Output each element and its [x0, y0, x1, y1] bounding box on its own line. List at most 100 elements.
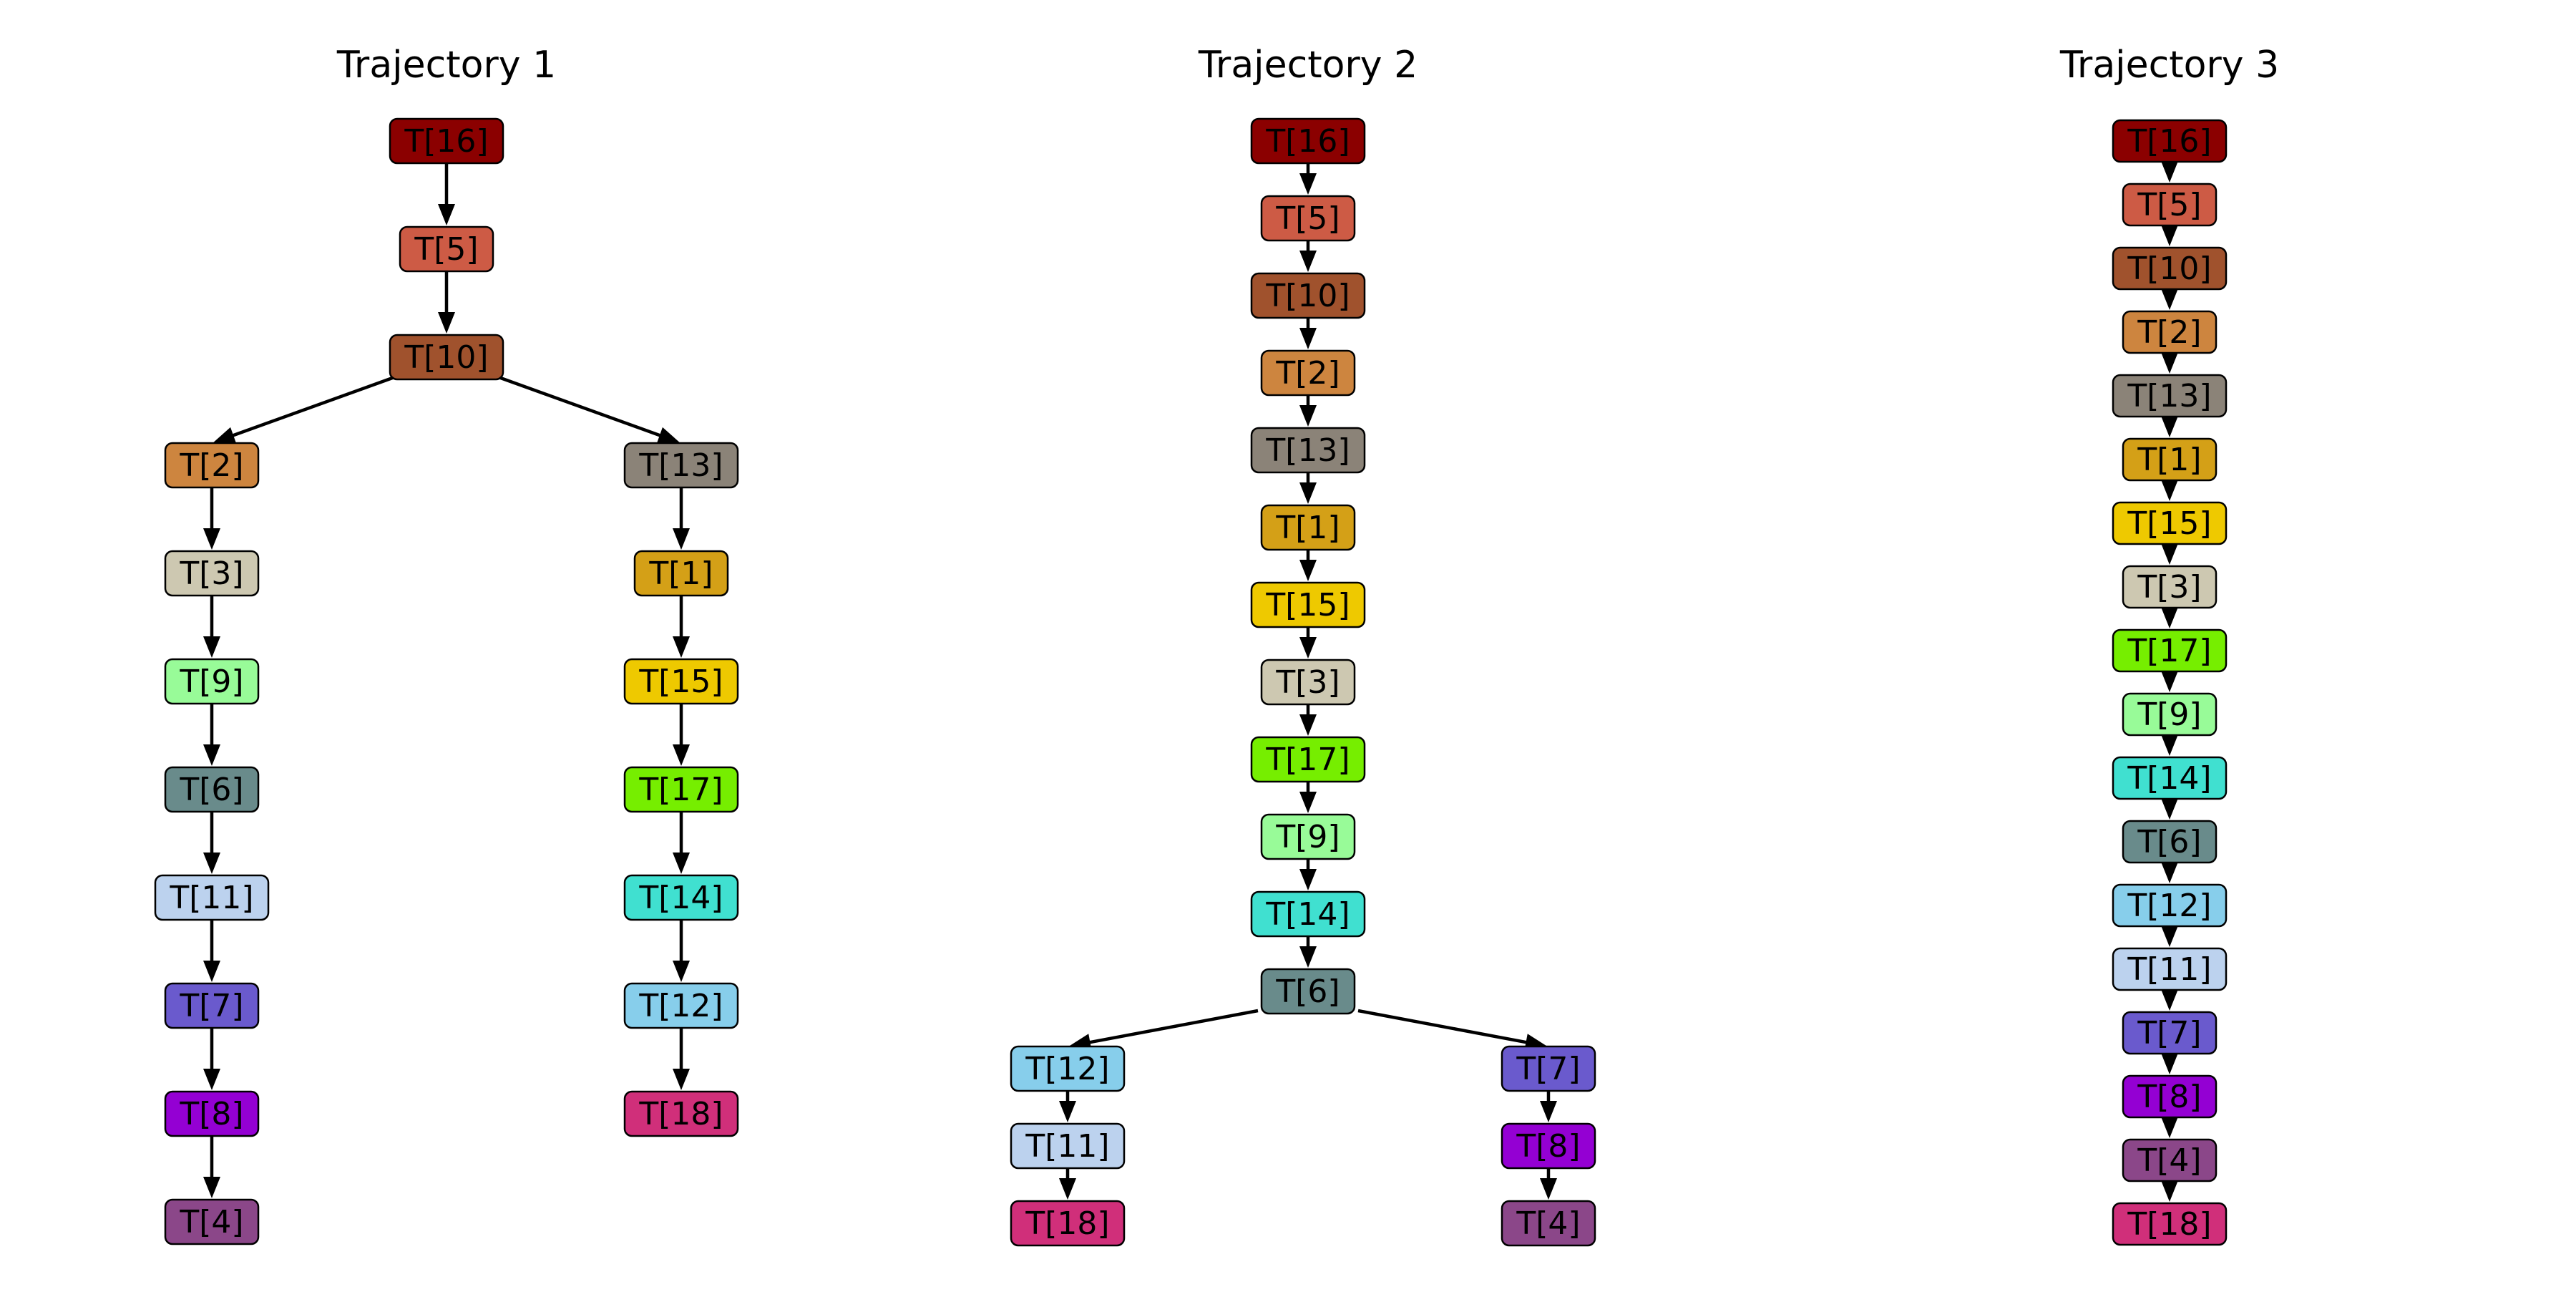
node-label: T[3] [179, 555, 243, 592]
arrowhead [656, 427, 680, 444]
node-label: T[11] [169, 880, 253, 916]
trajectory-node: T[10] [1250, 272, 1366, 319]
trajectory-node: T[15] [623, 658, 739, 705]
node-label: T[16] [1265, 123, 1350, 160]
arrowhead [1540, 1101, 1557, 1122]
trajectory-node: T[5] [2122, 183, 2218, 227]
node-box [1250, 581, 1366, 628]
node-box [623, 766, 739, 813]
arrowhead [1299, 328, 1317, 349]
arrowhead [203, 528, 220, 550]
node-label: T[9] [179, 664, 243, 700]
node-box [2112, 1202, 2228, 1246]
trajectory-node: T[10] [389, 334, 504, 381]
arrowhead [1059, 1178, 1076, 1200]
trajectory-node: T[3] [1260, 659, 1356, 706]
node-box [623, 982, 739, 1029]
trajectory-node: T[4] [1501, 1200, 1596, 1247]
arrowhead [2161, 352, 2178, 374]
arrowhead [673, 961, 690, 982]
node-label: T[18] [638, 1096, 723, 1132]
trajectory-node: T[12] [1010, 1045, 1126, 1092]
trajectory-node: T[7] [164, 982, 260, 1029]
trajectory-node: T[1] [1260, 504, 1356, 551]
trajectory-node: T[5] [1260, 195, 1356, 242]
node-label: T[11] [1025, 1128, 1109, 1165]
node-box [1250, 890, 1366, 938]
arrowhead [1299, 173, 1317, 195]
node-label: T[10] [2127, 251, 2211, 287]
node-label: T[2] [179, 447, 243, 484]
arrowhead [2161, 543, 2178, 565]
edge-line [1357, 1009, 1532, 1045]
node-label: T[3] [1275, 664, 1340, 701]
node-box [1010, 1122, 1126, 1170]
node-label: T[4] [2137, 1142, 2201, 1179]
trajectory-node: T[9] [2122, 692, 2218, 737]
trajectory-node: T[14] [1250, 890, 1366, 938]
trajectory-panel-2: T[16]T[5]T[10]T[2]T[13]T[1]T[15]T[3]T[17… [1010, 117, 1596, 1247]
trajectory-node: T[12] [2112, 883, 2228, 928]
node-label: T[7] [1516, 1051, 1580, 1087]
trajectory-node: T[9] [164, 658, 260, 705]
node-label: T[6] [2137, 824, 2201, 860]
node-label: T[2] [1275, 355, 1340, 392]
trajectory-node: T[11] [1010, 1122, 1126, 1170]
node-label: T[13] [2127, 378, 2211, 414]
trajectory-node: T[15] [1250, 581, 1366, 628]
node-box [2122, 437, 2218, 482]
trajectory-node: T[13] [623, 442, 739, 489]
arrowhead [2161, 862, 2178, 883]
trajectory-node: T[18] [623, 1090, 739, 1137]
node-box [2112, 246, 2228, 291]
node-box [164, 658, 260, 705]
trajectory-node: T[2] [1260, 349, 1356, 397]
trajectory-node: T[17] [623, 766, 739, 813]
node-box [2122, 1011, 2218, 1055]
node-box [1501, 1045, 1596, 1092]
node-box [633, 550, 729, 597]
node-box [2122, 565, 2218, 609]
node-label: T[10] [1265, 278, 1350, 314]
trajectory-node: T[18] [2112, 1202, 2228, 1246]
trajectory-node: T[5] [399, 225, 494, 273]
node-label: T[7] [2137, 1015, 2201, 1051]
node-label: T[15] [638, 664, 723, 700]
node-label: T[3] [2137, 569, 2201, 606]
node-label: T[1] [1275, 510, 1340, 546]
node-label: T[9] [1275, 819, 1340, 855]
node-label: T[17] [2127, 633, 2211, 669]
node-box [2122, 820, 2218, 864]
node-box [2122, 1138, 2218, 1182]
trajectory-node: T[16] [389, 117, 504, 165]
node-box [2122, 183, 2218, 227]
arrowhead [203, 961, 220, 982]
trajectory-node: T[18] [1010, 1200, 1126, 1247]
node-label: T[16] [404, 123, 488, 160]
trajectory-node: T[13] [1250, 427, 1366, 474]
node-box [1501, 1122, 1596, 1170]
trajectory-node: T[13] [2112, 374, 2228, 418]
node-box [389, 117, 504, 165]
node-label: T[12] [638, 988, 723, 1024]
node-label: T[16] [2127, 123, 2211, 160]
arrowhead [1299, 946, 1317, 968]
arrowhead [2161, 671, 2178, 692]
panel-title-1: Trajectory 1 [336, 44, 556, 87]
node-box [623, 1090, 739, 1137]
node-box [623, 442, 739, 489]
trajectory-node: T[7] [2122, 1011, 2218, 1055]
node-box [399, 225, 494, 273]
node-box [1260, 349, 1356, 397]
arrowhead [673, 1069, 690, 1090]
node-box [1250, 427, 1366, 474]
trajectory-node: T[8] [2122, 1074, 2218, 1119]
node-box [389, 334, 504, 381]
arrowhead [2161, 989, 2178, 1011]
node-label: T[5] [2137, 187, 2201, 223]
arrowhead [2161, 1053, 2178, 1074]
node-box [1260, 504, 1356, 551]
panel-title-3: Trajectory 3 [2059, 44, 2279, 87]
arrowhead [1059, 1101, 1076, 1122]
